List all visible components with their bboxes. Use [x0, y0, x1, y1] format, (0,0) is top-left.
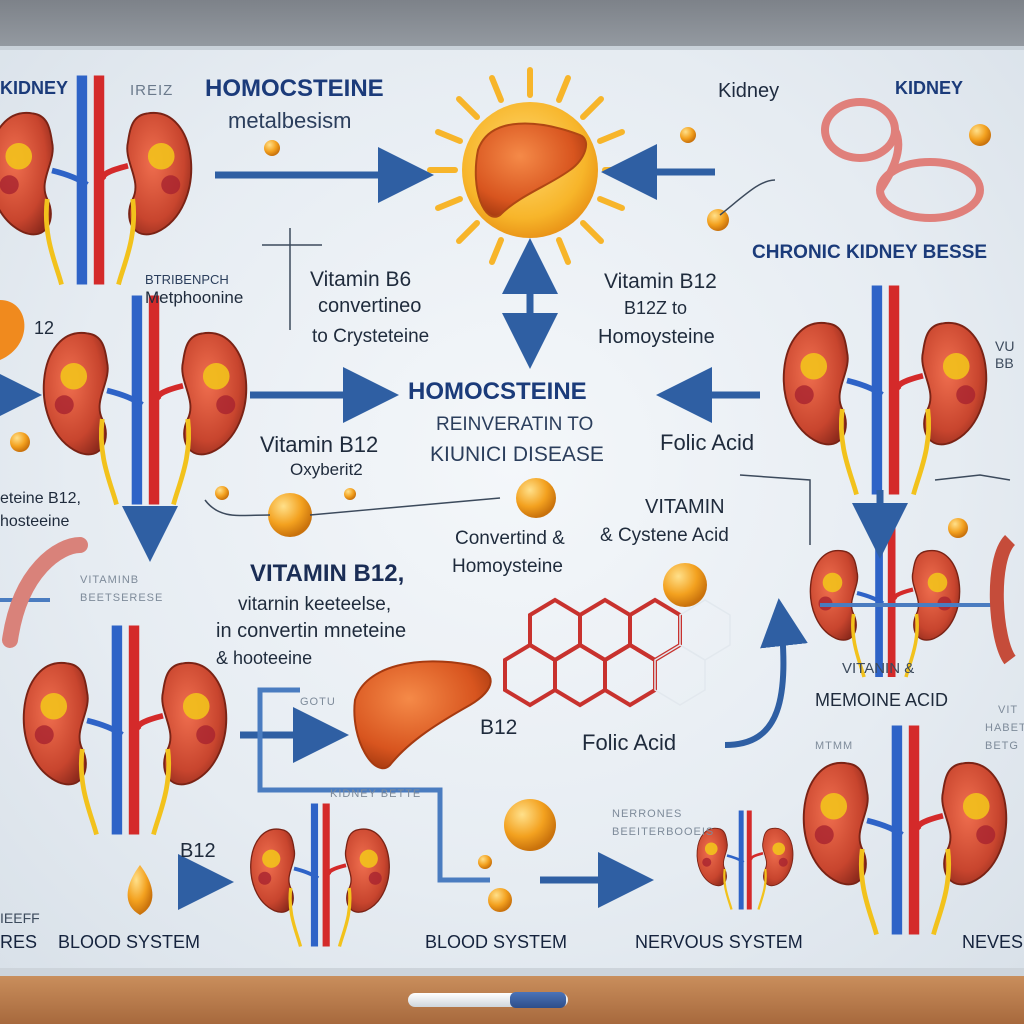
label-vitb12-big-2: vitarnin keeteelse, — [238, 594, 392, 615]
label-cystene-acid: & Cystene Acid — [600, 525, 729, 546]
label-blood-system-1: BLOOD SYSTEM — [58, 932, 201, 952]
label-left-met: Metphoonine — [145, 288, 244, 307]
label-vitamin-right: VITAMIN — [645, 496, 725, 518]
label-vitamin-and: VITANIN & — [842, 660, 915, 677]
label-convertind: Convertind & — [455, 528, 565, 549]
label-right-mid-1: VU — [995, 338, 1015, 354]
label-vitb12-mid: Vitamin B12 — [260, 432, 379, 457]
label-right-mid-2: BB — [995, 355, 1014, 371]
label-kidney-right-b: KIDNEY — [895, 78, 964, 98]
label-nerrones: NERRONES — [612, 808, 683, 820]
label-right-small-mid: MTMM — [815, 740, 854, 752]
center-sub-2: KIUNICI DISEASE — [430, 443, 604, 466]
label-vit-right-1: VIT — [998, 704, 1019, 716]
label-b12-bottom: B12 — [180, 840, 216, 862]
label-irez: IREIZ — [130, 82, 174, 99]
label-vitb12-top-2: B12Z to — [624, 298, 688, 318]
title-main: HOMOCSTEINE — [205, 75, 384, 102]
label-left-small-2: BEETSERESE — [80, 592, 164, 604]
label-left-side-1: eteine B12, — [0, 490, 81, 507]
label-left-12: 12 — [34, 318, 55, 338]
label-blood-system-2: BLOOD SYSTEM — [425, 932, 568, 952]
label-vitb6-2: convertineo — [318, 295, 422, 317]
label-kidney-right-a: Kidney — [718, 80, 780, 102]
label-vit-right-2: HABETO — [985, 722, 1024, 734]
label-vitb12-top-3: Homoysteine — [598, 326, 715, 348]
label-ckd: CHRONIC KIDNEY BESSE — [752, 242, 988, 263]
label-gotu: GOTU — [300, 696, 336, 708]
label-vitb12-top: Vitamin B12 — [604, 270, 717, 293]
label-homoysteine: Homoysteine — [452, 556, 563, 577]
label-folic-acid-mid: Folic Acid — [660, 430, 755, 455]
title-sub: metalbesism — [228, 108, 352, 133]
label-left-b12-small: BTRIBENPCH — [145, 272, 229, 287]
label-neves: NEVES — [962, 932, 1024, 952]
label-kidney-beta: KIDNEY BETTE — [330, 788, 422, 800]
label-vitb6: Vitamin B6 — [310, 268, 412, 291]
label-left-bottom-1: IEEFF — [0, 910, 40, 926]
label-left-bottom-2: RES — [0, 932, 38, 952]
label-vitb6-3: to Crysteteine — [312, 326, 430, 347]
center-title: HOMOCSTEINE — [408, 378, 587, 405]
label-memoine-acid: MEMOINE ACID — [815, 690, 949, 710]
label-folic-acid-bottom: Folic Acid — [582, 730, 677, 755]
label-nerrones-2: BEEITERBOOEIS — [612, 826, 715, 838]
center-sub-1: REINVERATIN TO — [436, 414, 594, 435]
label-vitb12-big-4: & hooteeine — [216, 648, 313, 668]
label-kidney-left: KIDNEY — [0, 78, 69, 98]
label-b12-center: B12 — [480, 716, 518, 739]
label-vitb12-big-3: in convertin mneteine — [216, 620, 407, 642]
label-vitb12-mid-2: Oxyberit2 — [290, 460, 363, 479]
label-left-vitamin-small: VITAMINB — [80, 574, 140, 586]
label-vitb12-big: VITAMIN B12, — [250, 560, 405, 587]
label-left-side-2: hosteeine — [0, 513, 70, 530]
label-vit-right-3: BETG — [985, 740, 1019, 752]
marker-cap — [510, 992, 566, 1008]
label-nervous-system: NERVOUS SYSTEM — [635, 932, 803, 952]
